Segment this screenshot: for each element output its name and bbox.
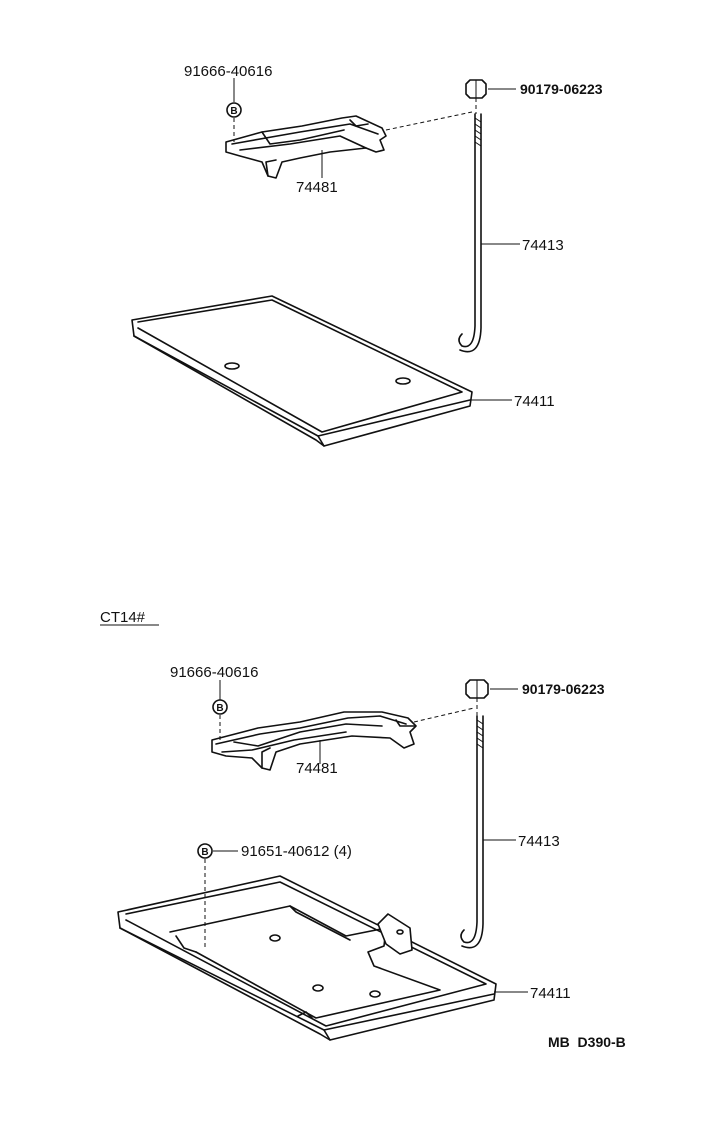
figure-code: MB D390-B	[548, 1034, 626, 1050]
nut	[465, 79, 487, 114]
clip-marker: B	[197, 843, 238, 950]
callout-74411: 74411	[530, 985, 571, 1002]
hold-down-rod	[460, 715, 484, 949]
nut	[465, 679, 489, 716]
battery-tray	[131, 295, 473, 447]
svg-text:B: B	[230, 106, 237, 117]
callout-74413: 74413	[518, 833, 560, 850]
callout-91651-40612: 91651-40612 (4)	[241, 843, 352, 860]
variant-title: CT14#	[100, 609, 146, 626]
callout-74481: 74481	[296, 179, 338, 196]
callout-74481: 74481	[296, 760, 338, 777]
upper-section: B 91666-40616 90179-06223 74481 74413 74…	[131, 63, 603, 447]
lower-section: CT14#	[100, 609, 605, 1041]
callout-90179-06223: 90179-06223	[520, 81, 603, 97]
clip-marker: B	[226, 78, 242, 142]
callout-90179-06223: 90179-06223	[522, 681, 605, 697]
callout-74413: 74413	[522, 237, 564, 254]
battery-tray	[117, 875, 497, 1041]
hold-down-clamp	[225, 115, 387, 179]
svg-text:B: B	[201, 847, 208, 858]
hold-down-clamp	[211, 711, 417, 771]
callout-91666-40616: 91666-40616	[184, 63, 272, 80]
hold-down-rod	[458, 113, 482, 353]
svg-text:B: B	[216, 703, 223, 714]
callout-91666-40616: 91666-40616	[170, 664, 258, 681]
callout-74411: 74411	[514, 393, 555, 410]
clip-marker: B	[212, 680, 228, 740]
